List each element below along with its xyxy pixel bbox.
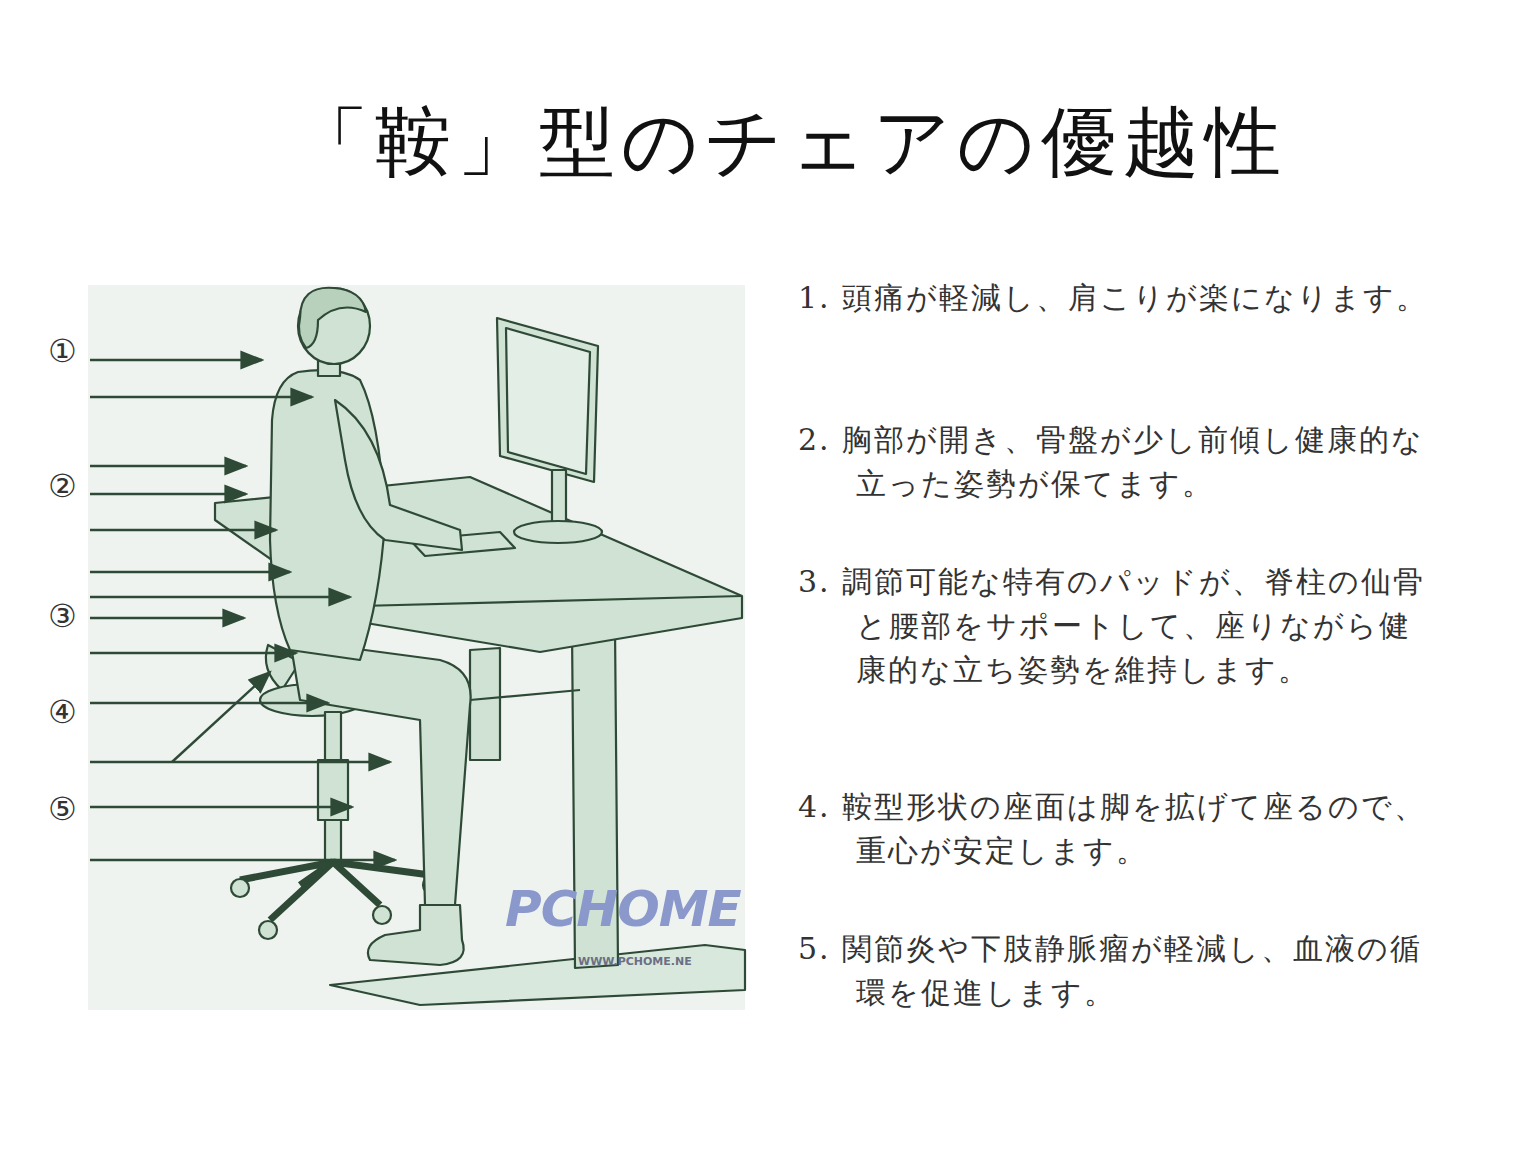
callout-number: ④ (46, 693, 79, 731)
callout-number-wrap: ① (46, 332, 79, 370)
callout-number-wrap: ③ (46, 597, 79, 635)
benefit-text-wrap: 3. 調節可能な特有のパッドが、脊柱の仙骨と腰部をサポートして、座りながら健康的… (798, 560, 1438, 692)
benefit-text: 2. 胸部が開き、骨盤が少し前傾し健康的な立った姿勢が保てます。 (798, 418, 1438, 506)
callout-number: ② (46, 467, 79, 505)
benefit-text-wrap: 4. 鞍型形状の座面は脚を拡げて座るので、重心が安定します。 (798, 785, 1438, 873)
benefit-text: 4. 鞍型形状の座面は脚を拡げて座るので、重心が安定します。 (798, 785, 1438, 873)
benefit-text-wrap: 5. 関節炎や下肢静脈瘤が軽減し、血液の循環を促進します。 (798, 927, 1438, 1015)
slide-title: 「鞍」型のチェアの優越性 (293, 92, 1287, 195)
figure (215, 288, 745, 1005)
callout-number: ① (46, 332, 79, 370)
callout-number-wrap: ② (46, 467, 79, 505)
callout-number: ⑤ (46, 790, 79, 828)
slide-title-wrap: 「鞍」型のチェアの優越性 (293, 92, 1287, 195)
benefit-text-wrap: 2. 胸部が開き、骨盤が少し前傾し健康的な立った姿勢が保てます。 (798, 418, 1438, 506)
callout-number-wrap: ⑤ (46, 790, 79, 828)
benefit-text: 5. 関節炎や下肢静脈瘤が軽減し、血液の循環を促進します。 (798, 927, 1438, 1015)
benefit-text-wrap: 1. 頭痛が軽減し、肩こりが楽になります。 (798, 276, 1438, 320)
watermark: PCHOME (505, 880, 741, 938)
callout-number-wrap: ④ (46, 693, 79, 731)
callout-number: ③ (46, 597, 79, 635)
pointer-arrows (90, 360, 395, 860)
benefit-text: 1. 頭痛が軽減し、肩こりが楽になります。 (798, 276, 1438, 320)
watermark: WWW.PCHOME.NE (578, 955, 692, 968)
benefit-text: 3. 調節可能な特有のパッドが、脊柱の仙骨と腰部をサポートして、座りながら健康的… (798, 560, 1438, 692)
picture-ground (88, 285, 745, 1010)
watermark-wrap: WWW.PCHOME.NE (578, 955, 692, 968)
watermark-wrap: PCHOME (505, 880, 741, 938)
